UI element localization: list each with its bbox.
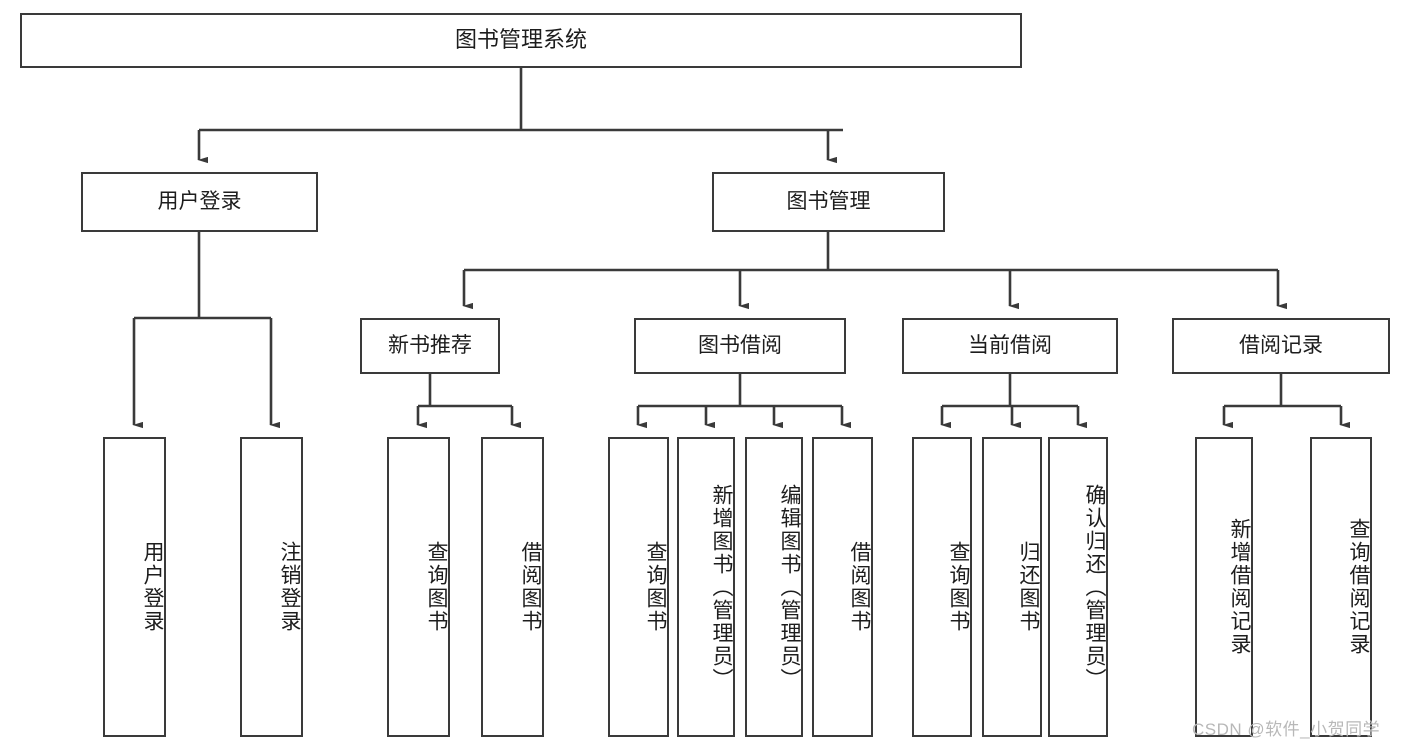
leaf-return-book-label: 归还图书: [1017, 541, 1040, 633]
edge-group-user-login: [132, 232, 281, 429]
edge-group-root: [197, 68, 843, 164]
leaf-borrow-book-rec-label: 借阅图书: [519, 541, 542, 633]
leaf-borrow-book-rec[interactable]: 借阅图书: [481, 437, 544, 737]
edge-group-book-borrow: [636, 374, 852, 429]
leaf-borrow-book-bor[interactable]: 借阅图书: [812, 437, 873, 737]
node-book-borrow-label: 图书借阅: [698, 334, 782, 358]
node-book-manage-label: 图书管理: [786, 190, 871, 214]
leaf-user-login-label: 用户登录: [141, 541, 164, 633]
leaf-add-record[interactable]: 新增借阅记录: [1195, 437, 1253, 737]
node-new-book-rec-label: 新书推荐: [388, 334, 472, 358]
leaf-edit-book-label: 编辑图书（管理员）: [778, 483, 801, 691]
leaf-add-book[interactable]: 新增图书（管理员）: [677, 437, 735, 737]
leaf-user-logout-label: 注销登录: [278, 541, 301, 633]
edge-group-borrow-record: [1222, 374, 1351, 429]
node-root-label: 图书管理系统: [454, 27, 587, 53]
leaf-query-book-rec[interactable]: 查询图书: [387, 437, 450, 737]
node-root[interactable]: 图书管理系统: [20, 13, 1022, 68]
leaf-user-logout[interactable]: 注销登录: [240, 437, 303, 737]
leaf-user-login[interactable]: 用户登录: [103, 437, 166, 737]
leaf-borrow-book-bor-label: 借阅图书: [848, 541, 871, 633]
leaf-query-book-bor-label: 查询图书: [644, 541, 667, 633]
node-borrow-record-label: 借阅记录: [1239, 334, 1323, 358]
node-current-borrow-label: 当前借阅: [968, 334, 1052, 358]
leaf-return-book[interactable]: 归还图书: [982, 437, 1042, 737]
node-borrow-record[interactable]: 借阅记录: [1172, 318, 1390, 374]
csdn-watermark: CSDN @软件_小贺同学: [1192, 720, 1381, 739]
leaf-query-book-rec-label: 查询图书: [425, 541, 448, 633]
leaf-confirm-return[interactable]: 确认归还（管理员）: [1048, 437, 1108, 737]
node-user-login-label: 用户登录: [157, 190, 242, 214]
leaf-query-book-bor[interactable]: 查询图书: [608, 437, 669, 737]
node-new-book-rec[interactable]: 新书推荐: [360, 318, 500, 374]
node-user-login[interactable]: 用户登录: [81, 172, 318, 232]
leaf-query-record-label: 查询借阅记录: [1347, 518, 1370, 656]
leaf-add-book-label: 新增图书（管理员）: [710, 483, 733, 691]
node-current-borrow[interactable]: 当前借阅: [902, 318, 1118, 374]
leaf-query-book-cur[interactable]: 查询图书: [912, 437, 972, 737]
edge-group-current-borrow: [940, 374, 1088, 429]
leaf-confirm-return-label: 确认归还（管理员）: [1083, 483, 1106, 691]
node-book-manage[interactable]: 图书管理: [712, 172, 945, 232]
leaf-query-book-cur-label: 查询图书: [947, 541, 970, 633]
edge-group-new-book-rec: [416, 374, 522, 429]
node-book-borrow[interactable]: 图书借阅: [634, 318, 846, 374]
leaf-edit-book[interactable]: 编辑图书（管理员）: [745, 437, 803, 737]
edge-group-book-manage: [462, 232, 1288, 310]
leaf-add-record-label: 新增借阅记录: [1228, 518, 1251, 656]
leaf-query-record[interactable]: 查询借阅记录: [1310, 437, 1372, 737]
